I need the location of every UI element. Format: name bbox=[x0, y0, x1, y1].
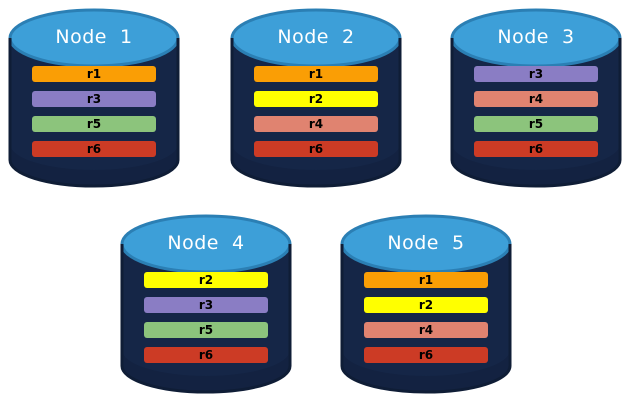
replica-stack: r1 r2 r4 r6 bbox=[364, 272, 488, 363]
replica-bar[interactable]: r2 bbox=[144, 272, 268, 288]
replica-stack: r2 r3 r5 r6 bbox=[144, 272, 268, 363]
node-cylinder-5[interactable]: Node 5 r1 r2 r4 r6 bbox=[338, 210, 514, 400]
node-cylinder-3[interactable]: Node 3 r3 r4 r5 r6 bbox=[448, 4, 624, 194]
replica-bar[interactable]: r5 bbox=[144, 322, 268, 338]
replica-stack: r1 r3 r5 r6 bbox=[32, 66, 156, 157]
replica-bar[interactable]: r6 bbox=[254, 141, 378, 157]
replica-bar[interactable]: r5 bbox=[474, 116, 598, 132]
replica-stack: r1 r2 r4 r6 bbox=[254, 66, 378, 157]
replica-bar[interactable]: r4 bbox=[254, 116, 378, 132]
replica-bar[interactable]: r3 bbox=[144, 297, 268, 313]
node-cylinder-1[interactable]: Node 1 r1 r3 r5 r6 bbox=[6, 4, 182, 194]
node-cylinder-4[interactable]: Node 4 r2 r3 r5 r6 bbox=[118, 210, 294, 400]
replica-bar[interactable]: r5 bbox=[32, 116, 156, 132]
replica-bar[interactable]: r6 bbox=[364, 347, 488, 363]
replica-bar[interactable]: r4 bbox=[474, 91, 598, 107]
replica-bar[interactable]: r3 bbox=[474, 66, 598, 82]
replica-bar[interactable]: r3 bbox=[32, 91, 156, 107]
replica-bar[interactable]: r6 bbox=[474, 141, 598, 157]
node-cylinder-2[interactable]: Node 2 r1 r2 r4 r6 bbox=[228, 4, 404, 194]
replica-bar[interactable]: r2 bbox=[254, 91, 378, 107]
replica-bar[interactable]: r1 bbox=[254, 66, 378, 82]
replica-bar[interactable]: r6 bbox=[144, 347, 268, 363]
replica-bar[interactable]: r2 bbox=[364, 297, 488, 313]
replica-bar[interactable]: r6 bbox=[32, 141, 156, 157]
replica-bar[interactable]: r1 bbox=[364, 272, 488, 288]
replica-stack: r3 r4 r5 r6 bbox=[474, 66, 598, 157]
replica-bar[interactable]: r1 bbox=[32, 66, 156, 82]
replica-bar[interactable]: r4 bbox=[364, 322, 488, 338]
